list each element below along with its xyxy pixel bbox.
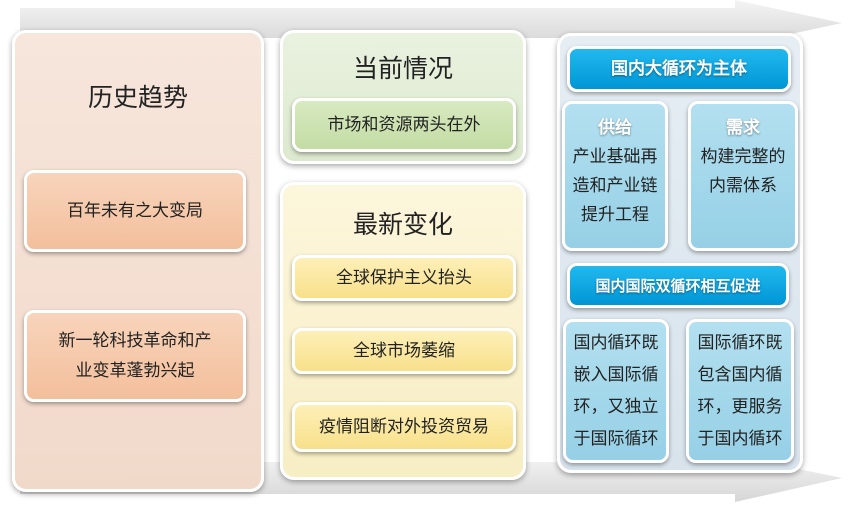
latest-item-text: 全球市场萎缩 [353,341,455,361]
dual-circulation-header: 国内国际双循环相互促进 [567,263,789,308]
latest-title: 最新变化 [352,210,453,239]
history-item-text: 新一轮科技革命和产业变革蓬勃兴起 [58,331,212,381]
demand-title: 需求 [726,118,760,138]
international-circulation-text: 国际循环既包含国内循环，更服务于国内循环 [697,333,783,449]
domestic-main-header: 国内大循环为主体 [567,46,791,92]
current-item-text: 市场和资源两头在外 [327,115,481,135]
latest-item: 全球保护主义抬头 [292,255,516,301]
demand-text: 构建完整的内需体系 [700,147,786,196]
domestic-main-header-text: 国内大循环为主体 [611,59,747,79]
history-item-text: 百年未有之大变局 [67,201,203,221]
latest-item-text: 疫情阻断对外投资贸易 [319,417,489,437]
supply-text: 产业基础再造和产业链提升工程 [572,147,658,225]
demand-box: 需求 构建完整的内需体系 [688,101,798,251]
current-title: 当前情况 [352,54,453,83]
latest-item-text: 全球保护主义抬头 [336,268,472,288]
dual-circulation-header-text: 国内国际双循环相互促进 [595,276,761,295]
domestic-circulation-box: 国内循环既嵌入国际循环，又独立于国际循环 [563,319,669,463]
international-circulation-box: 国际循环既包含国内循环，更服务于国内循环 [686,319,794,463]
current-item: 市场和资源两头在外 [292,98,516,152]
latest-item: 全球市场萎缩 [292,328,516,374]
history-panel: 历史趋势 [12,30,264,492]
domestic-circulation-text: 国内循环既嵌入国际循环，又独立于国际循环 [573,333,659,449]
latest-item: 疫情阻断对外投资贸易 [292,402,516,452]
supply-box: 供给 产业基础再造和产业链提升工程 [562,101,668,251]
history-item: 百年未有之大变局 [24,170,246,252]
history-item: 新一轮科技革命和产业变革蓬勃兴起 [24,310,246,402]
history-title: 历史趋势 [87,83,188,112]
supply-title: 供给 [598,118,632,138]
